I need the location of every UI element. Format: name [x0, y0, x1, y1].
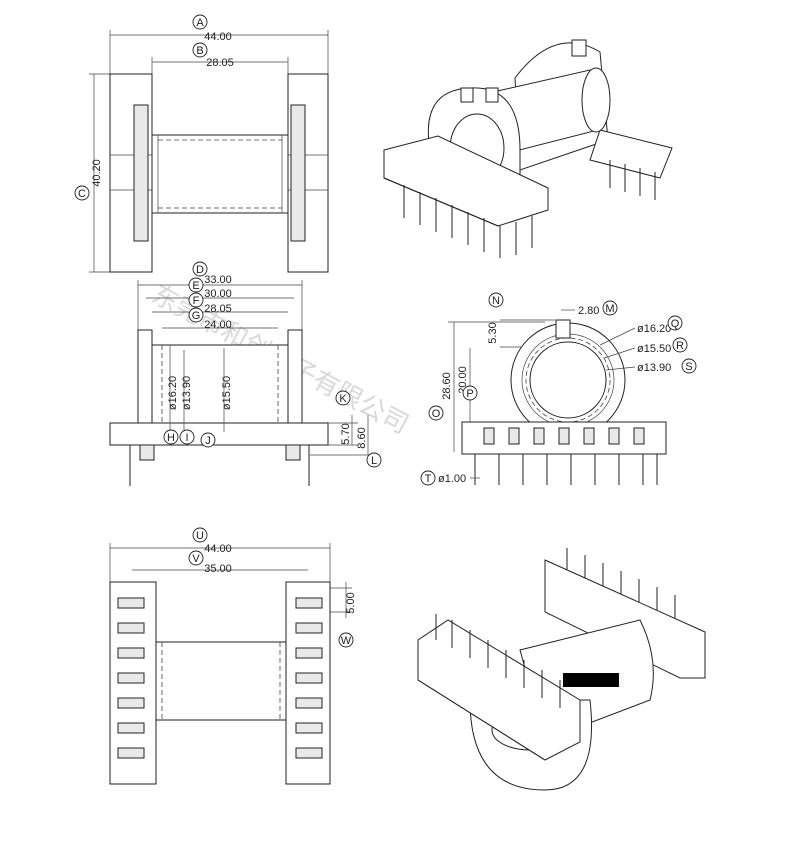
label-e: E — [192, 280, 199, 292]
label-h-marker — [163, 429, 179, 445]
label-b-marker — [192, 42, 208, 58]
label-t: T — [425, 473, 432, 485]
label-g-marker — [188, 307, 204, 323]
label-r-marker — [672, 337, 688, 353]
core-tube — [151, 134, 289, 214]
dim-m: 2.80 — [578, 305, 599, 317]
label-a: A — [196, 17, 204, 29]
bottom-left-pin-slots — [117, 597, 145, 759]
label-p: P — [466, 388, 473, 400]
label-k: K — [339, 393, 347, 405]
redaction-bar — [563, 673, 619, 687]
dim-e: 30.00 — [204, 288, 232, 300]
label-s: S — [685, 361, 692, 373]
dim-a: 44.00 — [204, 31, 232, 43]
dim-g: 24.00 — [204, 319, 232, 331]
view-front-left: D 33.00 E 30.00 F 28.05 G 24.00 ø16.20 — [109, 261, 382, 486]
label-u-marker — [192, 527, 208, 543]
dim-f: 28.05 — [204, 303, 232, 315]
label-o: O — [432, 408, 441, 420]
dim-c: 40.20 — [91, 159, 103, 187]
label-d-marker — [192, 261, 208, 277]
label-w: W — [341, 635, 352, 647]
flange-slot — [555, 319, 571, 339]
label-a-marker — [192, 14, 208, 30]
label-m-marker — [602, 300, 618, 316]
dim-l: 8.60 — [356, 427, 368, 448]
label-n: N — [492, 295, 500, 307]
dim-d: 33.00 — [204, 274, 232, 286]
dim-v: 35.00 — [204, 563, 232, 575]
front-core-tube — [151, 344, 289, 436]
label-c-marker — [74, 185, 90, 201]
bottom-core-tube — [155, 641, 287, 721]
label-r: R — [676, 340, 684, 352]
label-e-marker — [188, 277, 204, 293]
dim-i: ø13.90 — [181, 376, 193, 410]
label-o-marker — [428, 405, 444, 421]
bottom-right-pin-slots — [295, 597, 323, 759]
label-v: V — [192, 553, 200, 565]
dim-b: 28.05 — [206, 57, 234, 69]
label-v-marker — [188, 550, 204, 566]
view-iso-bottom — [417, 548, 706, 791]
label-i: I — [185, 432, 188, 444]
dim-k: 5.70 — [340, 423, 352, 444]
dim-q: ø16.20 — [637, 323, 671, 335]
label-u: U — [196, 530, 204, 542]
label-g: G — [192, 310, 201, 322]
label-j-marker — [200, 432, 216, 448]
label-s-marker — [681, 358, 697, 374]
side-pins — [474, 454, 658, 485]
view-side-right: 2.80 M N 5.30 ø16.20 ø15.50 ø13.90 Q R S… — [420, 292, 697, 486]
label-q-marker — [667, 315, 683, 331]
label-n-marker — [488, 292, 504, 308]
label-f-marker — [188, 292, 204, 308]
dim-u: 44.00 — [204, 543, 232, 555]
label-q: Q — [671, 318, 680, 330]
label-m: M — [605, 303, 614, 315]
dim-t: ø1.00 — [438, 473, 466, 485]
label-h: H — [167, 432, 175, 444]
right-pin-row — [290, 104, 306, 242]
label-p-marker — [462, 385, 478, 401]
dim-n: 5.30 — [487, 322, 499, 343]
label-k-marker — [335, 390, 351, 406]
label-j: J — [205, 435, 211, 447]
label-l: L — [371, 455, 377, 467]
dim-w: 5.00 — [345, 592, 357, 613]
label-c: C — [78, 188, 86, 200]
label-d: D — [196, 264, 204, 276]
label-w-marker — [338, 632, 354, 648]
view-top-left: A 44.00 B 28.05 C 40.20 — [74, 14, 329, 273]
label-f: F — [193, 295, 200, 307]
dim-h: ø16.20 — [167, 376, 179, 410]
label-l-marker — [366, 452, 382, 468]
dim-s: ø13.90 — [637, 362, 671, 374]
dim-o: 28.60 — [441, 372, 453, 400]
label-b: B — [196, 45, 203, 57]
side-pin-slots — [483, 427, 645, 445]
dim-j: ø15.50 — [221, 376, 233, 410]
label-t-marker — [420, 470, 436, 486]
left-pin-row — [133, 104, 149, 242]
label-i-marker — [179, 429, 195, 445]
front-base — [109, 422, 329, 446]
dim-r: ø15.50 — [637, 343, 671, 355]
view-bottom-left: U 44.00 V 35.00 5.00 W — [109, 527, 357, 785]
view-iso-top — [383, 39, 673, 258]
